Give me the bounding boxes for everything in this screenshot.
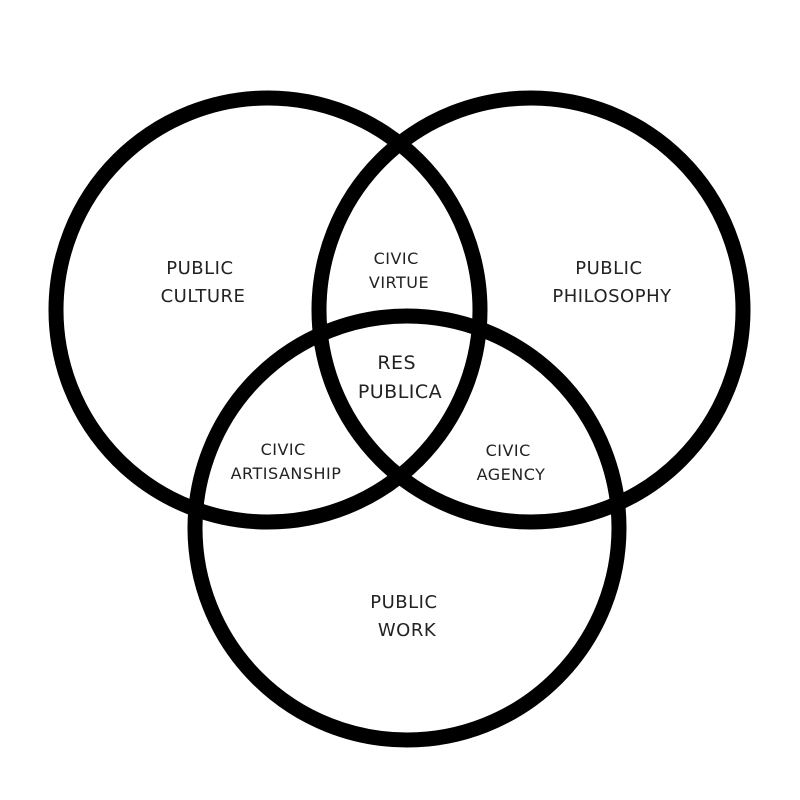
label-civic-agency-line-2: AGENCY — [477, 465, 546, 484]
label-civic-agency: CIVIC AGENCY — [477, 441, 546, 484]
label-civic-virtue: CIVIC VIRTUE — [369, 249, 429, 292]
label-public-culture-line-2: CULTURE — [161, 286, 246, 307]
circle-public-culture — [48, 90, 488, 530]
label-public-work: PUBLIC WORK — [370, 592, 444, 641]
label-civic-virtue-line-2: VIRTUE — [369, 273, 429, 292]
label-public-philosophy: PUBLIC PHILOSOPHY — [552, 258, 672, 307]
circle-public-work — [187, 308, 627, 748]
label-civic-artisanship-line-1: CIVIC — [261, 440, 306, 459]
label-public-work-line-1: PUBLIC — [370, 592, 437, 613]
label-public-philosophy-line-1: PUBLIC — [575, 258, 642, 279]
label-civic-artisanship: CIVIC ARTISANSHIP — [231, 440, 342, 483]
label-civic-agency-line-1: CIVIC — [486, 441, 531, 460]
label-public-philosophy-line-2: PHILOSOPHY — [552, 286, 672, 307]
circle-public-philosophy — [311, 90, 751, 530]
label-res-publica: RES PUBLICA — [358, 352, 442, 403]
label-public-culture-line-1: PUBLIC — [166, 258, 233, 279]
label-public-culture: PUBLIC CULTURE — [161, 258, 246, 307]
label-public-work-line-2: WORK — [378, 620, 437, 641]
label-civic-virtue-line-1: CIVIC — [374, 249, 419, 268]
label-res-publica-line-2: PUBLICA — [358, 381, 442, 403]
label-res-publica-line-1: RES — [377, 352, 416, 374]
label-civic-artisanship-line-2: ARTISANSHIP — [231, 464, 342, 483]
